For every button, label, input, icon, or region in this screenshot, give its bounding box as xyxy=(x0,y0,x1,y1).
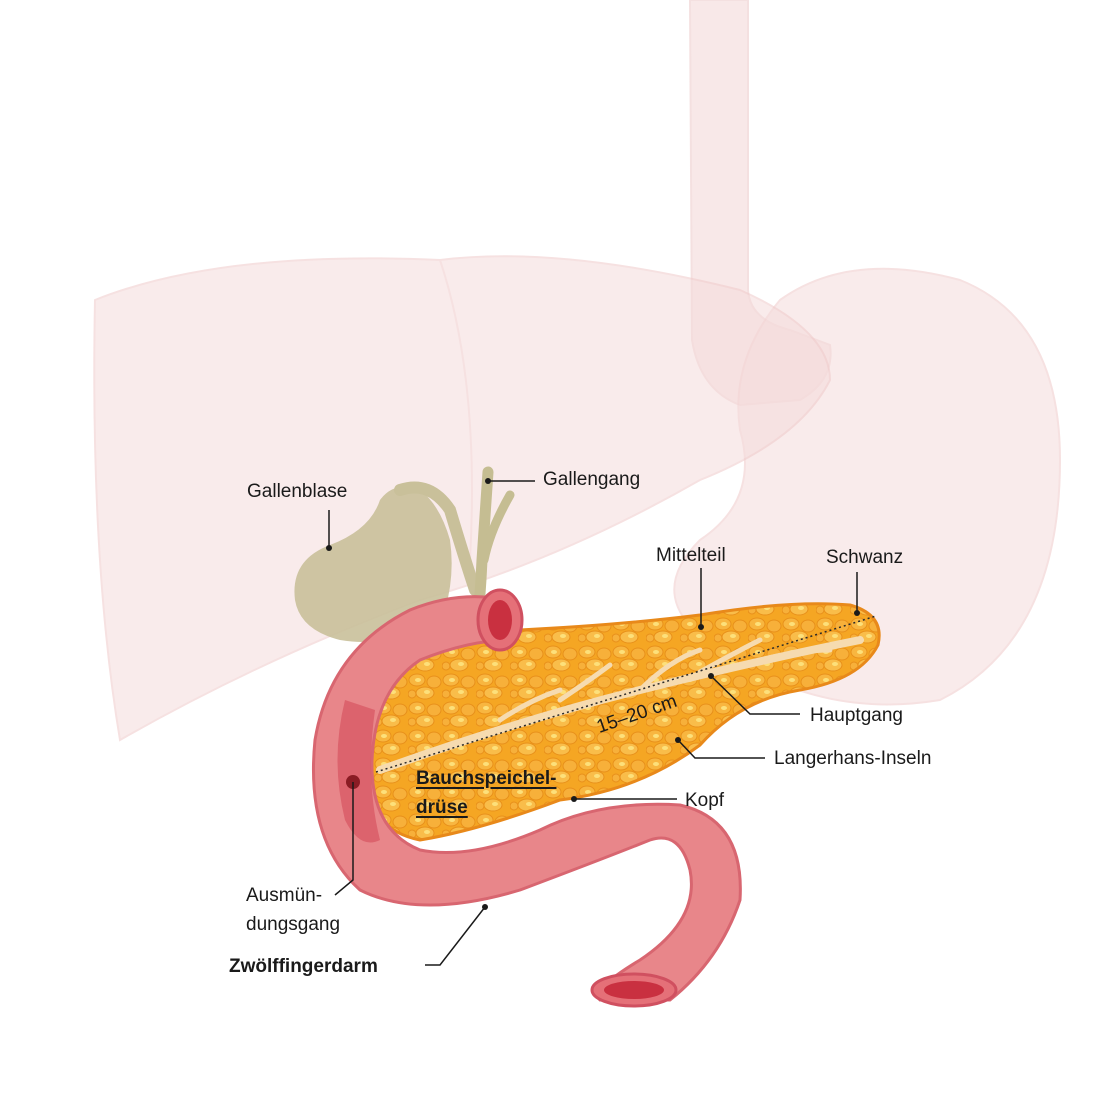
leader-lines xyxy=(328,480,858,966)
label-gallengang: Gallengang xyxy=(543,469,641,490)
label-ausmuendungsgang-2: dungsgang xyxy=(246,914,341,935)
measurement-line xyxy=(375,615,877,773)
label-bauchspeicheldruese-2: drüse xyxy=(416,797,468,818)
label-langerhans-inseln: Langerhans-Inseln xyxy=(774,748,932,769)
duodenum xyxy=(311,588,742,1008)
label-ausmuendungsgang-1: Ausmün- xyxy=(246,885,323,906)
label-hauptgang: Hauptgang xyxy=(810,705,903,726)
label-kopf: Kopf xyxy=(685,790,725,811)
gallbladder xyxy=(294,481,481,642)
label-mittelteil: Mittelteil xyxy=(656,545,726,566)
leader-dots xyxy=(326,478,860,910)
label-zwoelffingerdarm: Zwölffingerdarm xyxy=(229,956,378,977)
label-schwanz: Schwanz xyxy=(826,547,904,568)
liver xyxy=(93,255,832,742)
pancreas xyxy=(368,602,881,842)
label-gallenblase: Gallenblase xyxy=(247,481,348,502)
label-bauchspeicheldruese-1: Bauchspeichel- xyxy=(416,768,557,789)
